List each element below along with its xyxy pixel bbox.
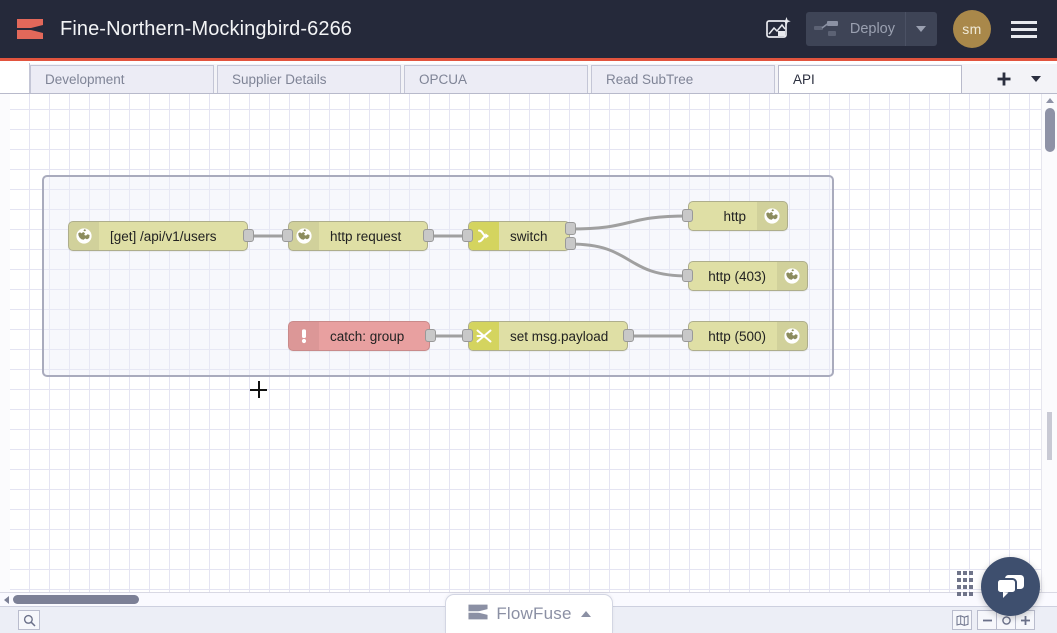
tab-opcua[interactable]: OPCUA [404,65,588,93]
flow-canvas[interactable]: [get] /api/v1/users http request switch htt… [0,94,1057,592]
hamburger-menu-icon[interactable] [1005,10,1043,48]
project-title: Fine-Northern-Mockingbird-6266 [60,17,353,40]
node-label: catch: group [330,328,405,344]
tab-label: Supplier Details [232,72,327,87]
deploy-button[interactable]: Deploy [805,12,937,46]
header-actions: Deploy sm [756,7,1057,51]
flow-node-switch[interactable]: switch [468,221,570,251]
tab-read-subtree[interactable]: Read SubTree [591,65,775,93]
tab-bar-left-edge [0,63,30,93]
alert-icon [289,322,319,350]
horizontal-scrollbar-thumb[interactable] [13,595,139,604]
navigator-map-icon[interactable] [952,610,972,630]
switch-icon [469,222,499,250]
node-output-port[interactable] [243,229,254,242]
node-input-port[interactable] [682,269,693,282]
node-output-port[interactable] [623,329,634,342]
vertical-scrollbar-thumb[interactable] [1045,108,1055,152]
scroll-left-arrow-icon[interactable] [4,595,9,604]
flow-node-http-resp-500[interactable]: http (500) [688,321,808,351]
tab-label: OPCUA [419,72,468,87]
tab-label: Read SubTree [606,72,694,87]
chevron-down-glyph [1031,75,1041,82]
tab-label: API [793,72,815,87]
node-label: http [723,208,746,224]
change-icon [469,322,499,350]
tab-development[interactable]: Development [30,65,214,93]
node-output-port[interactable] [425,329,436,342]
add-tab-icon[interactable] [987,64,1021,93]
app-header: Fine-Northern-Mockingbird-6266 [0,0,1057,61]
node-label: [get] /api/v1/users [110,228,217,244]
drag-dots-icon[interactable] [957,571,973,599]
tab-label: Development [45,72,125,87]
scroll-up-arrow-icon[interactable] [1046,98,1054,103]
tab-api[interactable]: API [778,65,962,93]
globe-icon [777,322,807,350]
chat-bubbles-icon[interactable] [981,557,1040,616]
globe-icon [289,222,319,250]
flowfuse-logo-icon[interactable] [14,13,46,45]
node-label: set msg.payload [510,328,609,344]
deploy-label: Deploy [849,21,895,37]
node-input-port[interactable] [462,229,473,242]
deploy-dropdown-caret[interactable] [905,12,935,46]
flow-tab-bar: Development Supplier Details OPCUA Read … [0,63,1057,94]
globe-icon [69,222,99,250]
flowfuse-footer-tab[interactable]: FlowFuse [445,594,613,633]
node-label: http (403) [708,268,766,284]
deploy-icon [806,12,850,46]
vertical-scrollbar[interactable] [1041,94,1057,592]
node-input-port[interactable] [462,329,473,342]
node-label: http request [330,228,402,244]
node-output-port[interactable] [565,222,576,235]
flowfuse-logo-icon [467,603,489,626]
flow-node-http-resp-200[interactable]: http [688,201,788,231]
chevron-down-icon [915,26,926,32]
flow-node-http-in[interactable]: [get] /api/v1/users [68,221,248,251]
node-input-port[interactable] [682,209,693,222]
globe-icon [777,262,807,290]
zoom-controls [952,610,1057,630]
node-output-port[interactable] [565,237,576,250]
node-input-port[interactable] [682,329,693,342]
tab-supplier-details[interactable]: Supplier Details [217,65,401,93]
avatar[interactable]: sm [953,10,991,48]
flow-node-http-resp-403[interactable]: http (403) [688,261,808,291]
node-input-port[interactable] [282,229,293,242]
node-output-port[interactable] [423,229,434,242]
zoom-out-button[interactable] [977,610,997,630]
chevron-up-icon[interactable] [580,611,591,617]
flowfuse-label: FlowFuse [496,604,572,623]
node-label: http (500) [708,328,766,344]
tab-bar-tools [987,64,1057,93]
globe-icon [757,202,787,230]
flow-node-catch-group[interactable]: catch: group [288,321,430,351]
vertical-scrollbar-marker [1047,412,1052,460]
search-icon[interactable] [18,610,40,630]
ai-assistant-icon[interactable] [756,7,800,51]
flow-node-change-node[interactable]: set msg.payload [468,321,628,351]
flow-node-http-request[interactable]: http request [288,221,428,251]
node-label: switch [510,228,548,244]
tab-list-chevron-icon[interactable] [1021,64,1051,93]
